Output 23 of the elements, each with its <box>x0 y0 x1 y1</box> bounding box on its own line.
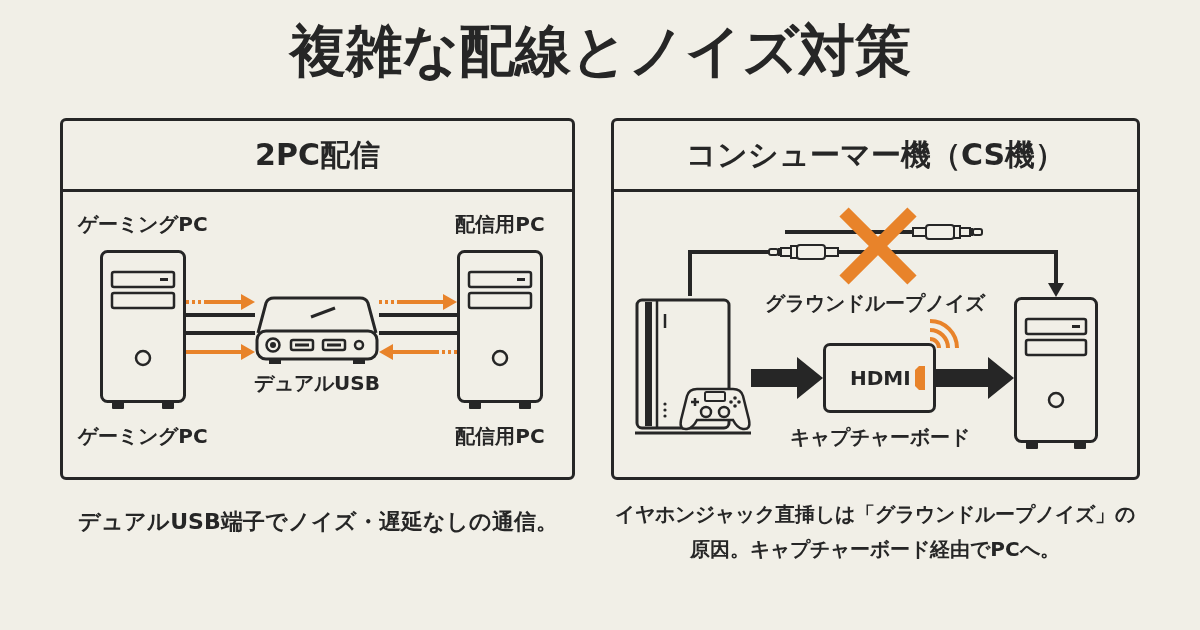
block-arrow <box>751 357 823 399</box>
description-text: デュアルUSB端子でノイズ・遅延なしの通信。 <box>77 508 559 536</box>
panel <box>611 118 1140 480</box>
arrow <box>379 344 457 360</box>
arrow <box>379 294 457 310</box>
node-label: ゲーミングPC <box>78 424 208 448</box>
node-label: 配信用PC <box>455 212 545 236</box>
panel-title: 2PC配信 <box>255 137 380 173</box>
node-label: 配信用PC <box>455 424 545 448</box>
panel <box>60 118 575 480</box>
description-text: イヤホンジャック直挿しは「グラウンドループノイズ」の原因。キャプチャーボード経由でPCへ。 <box>615 501 1135 563</box>
panel-title: コンシューマー機（CS機） <box>685 137 1066 173</box>
cable-line <box>379 313 457 335</box>
node-label: ゲーミングPC <box>78 212 208 236</box>
arrow <box>186 294 255 310</box>
node-label: デュアルUSB <box>254 371 380 395</box>
cable-line <box>186 313 255 335</box>
node-label: キャプチャーボード <box>789 425 970 449</box>
arrow <box>186 344 255 360</box>
diagram-title: 複雑な配線とノイズ対策 <box>289 18 911 84</box>
block-arrow <box>936 357 1014 399</box>
annotation-label: グラウンドループノイズ <box>765 291 985 315</box>
node-label: HDMI <box>850 366 911 390</box>
